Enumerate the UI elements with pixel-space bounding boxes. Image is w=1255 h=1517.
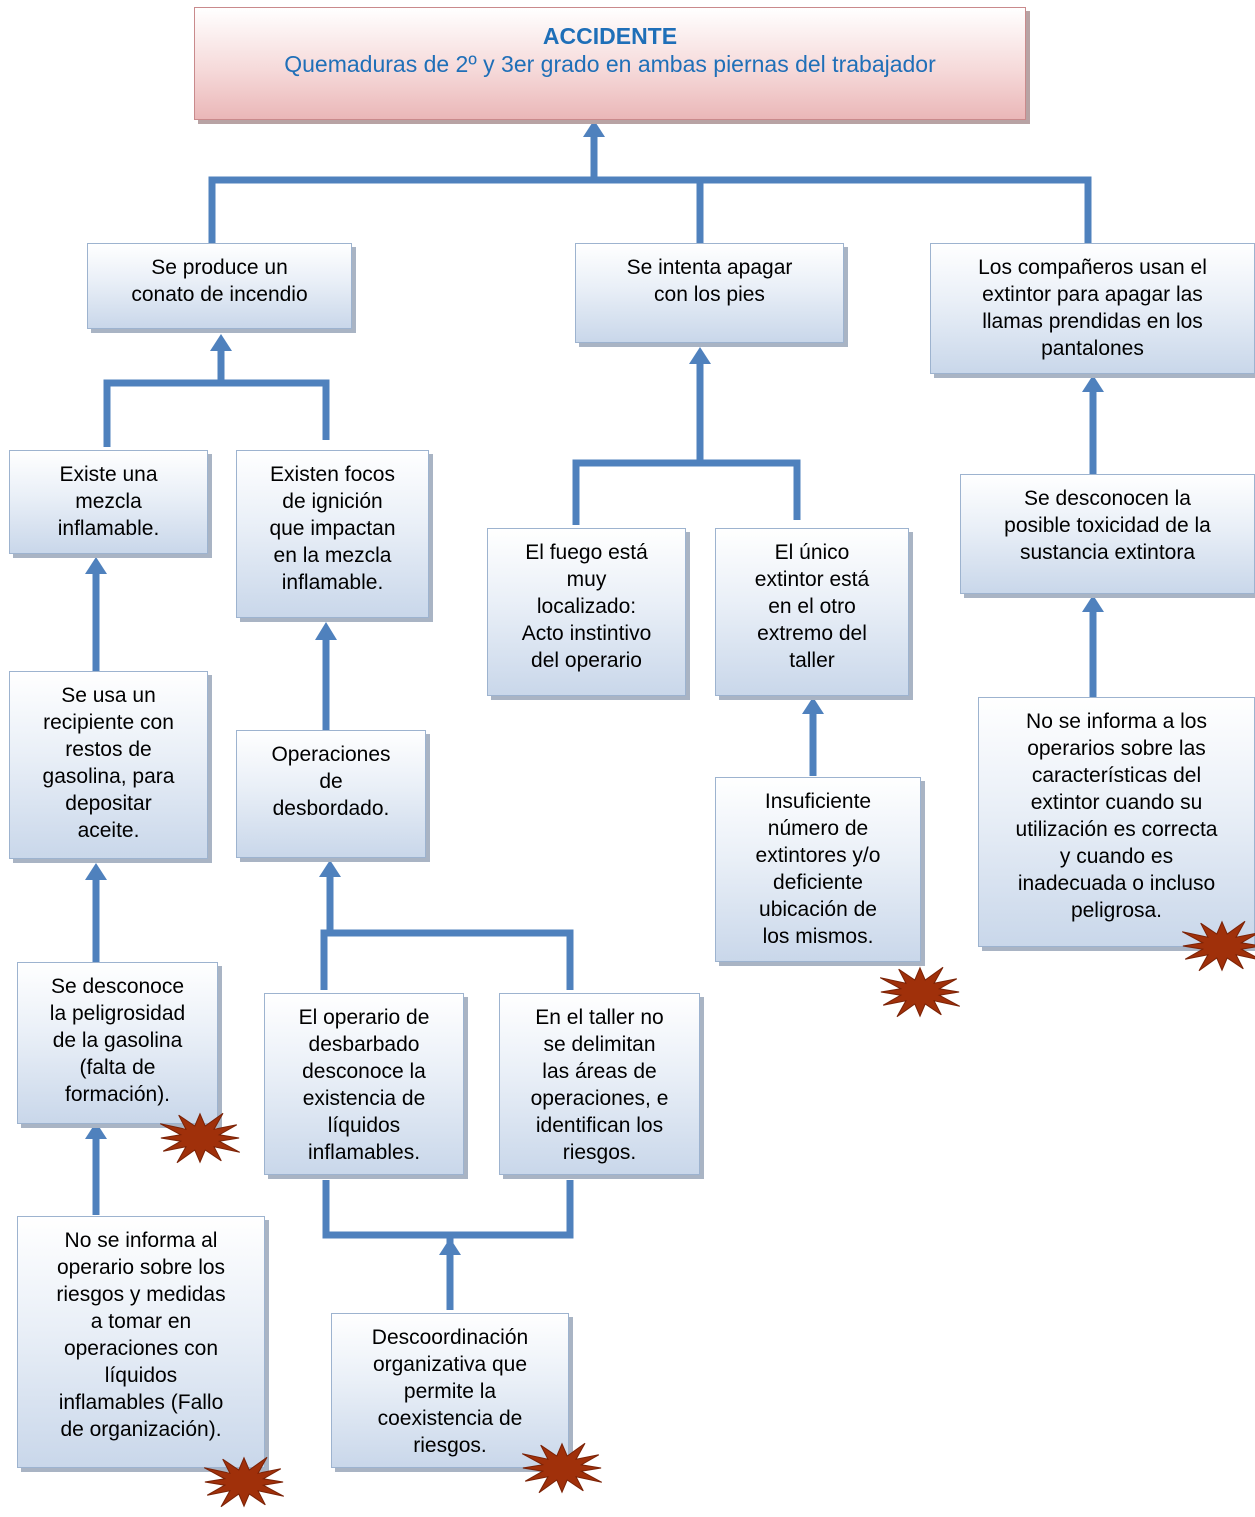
node-toxicidad-text: Se desconocen la posible toxicidad de la…: [1004, 487, 1211, 564]
node-pies: Se intenta apagar con los pies: [575, 243, 844, 343]
arrowhead: [85, 557, 107, 574]
node-descoordinacion: Descoordinación organizativa que permite…: [331, 1313, 569, 1468]
arrowhead: [315, 622, 337, 640]
node-fuego-text: El fuego está muy localizado: Acto insti…: [521, 541, 652, 672]
node-operario-desbarbado: El operario de desbarbado desconoce la e…: [264, 993, 464, 1175]
node-informa-extintor: No se informa a los operarios sobre las …: [978, 697, 1255, 947]
node-companeros: Los compañeros usan el extintor para apa…: [930, 243, 1255, 374]
node-desbordado-text: Operaciones de desbordado.: [271, 743, 391, 820]
arrowhead: [689, 347, 711, 364]
node-desbordado: Operaciones de desbordado.: [236, 730, 426, 858]
node-fuego: El fuego está muy localizado: Acto insti…: [487, 528, 686, 696]
node-informa-extintor-text: No se informa a los operarios sobre las …: [1015, 710, 1218, 922]
arrowhead: [439, 1238, 461, 1255]
node-focos-text: Existen focos de ignición que impactan e…: [269, 463, 396, 594]
node-companeros-text: Los compañeros usan el extintor para apa…: [978, 256, 1207, 360]
node-conato-text: Se produce un conato de incendio: [131, 256, 308, 306]
node-mezcla-text: Existe una mezcla inflamable.: [57, 463, 160, 540]
connector-desbordado: [320, 875, 574, 990]
arrowhead: [319, 860, 341, 877]
node-peligrosidad-text: Se desconoce la peligrosidad de la gasol…: [49, 975, 186, 1106]
node-descoordinacion-text: Descoordinación organizativa que permite…: [371, 1326, 529, 1457]
node-conato: Se produce un conato de incendio: [87, 243, 352, 329]
node-taller-areas-text: En el taller no se delimitan las áreas d…: [530, 1006, 669, 1164]
connector-to-pies: [572, 362, 801, 525]
arrowhead: [210, 334, 232, 351]
node-mezcla: Existe una mezcla inflamable.: [9, 450, 208, 554]
accident-subtitle: Quemaduras de 2º y 3er grado en ambas pi…: [284, 51, 936, 77]
node-operario-desbarbado-text: El operario de desbarbado desconoce la e…: [298, 1006, 430, 1164]
arrowhead: [85, 863, 107, 880]
arrowhead: [583, 120, 605, 137]
accident-box: ACCIDENTE Quemaduras de 2º y 3er grado e…: [194, 7, 1026, 120]
connector-to-accident: [208, 135, 1092, 244]
node-insuficiente: Insuficiente número de extintores y/o de…: [715, 777, 921, 962]
arrowhead: [85, 1122, 107, 1139]
arrowhead: [802, 697, 824, 714]
node-informa-operario-text: No se informa al operario sobre los ries…: [56, 1229, 226, 1441]
node-insuficiente-text: Insuficiente número de extintores y/o de…: [755, 790, 881, 948]
node-unico: El único extintor está en el otro extrem…: [715, 528, 909, 696]
node-unico-text: El único extintor está en el otro extrem…: [754, 541, 870, 672]
node-focos: Existen focos de ignición que impactan e…: [236, 450, 429, 618]
node-pies-text: Se intenta apagar con los pies: [626, 256, 793, 306]
connector-to-conato: [103, 349, 330, 447]
accident-title: ACCIDENTE: [542, 23, 678, 49]
node-toxicidad: Se desconocen la posible toxicidad de la…: [960, 474, 1255, 594]
node-informa-operario: No se informa al operario sobre los ries…: [17, 1216, 265, 1468]
node-recipiente: Se usa un recipiente con restos de gasol…: [9, 671, 208, 859]
arrowhead: [1082, 375, 1104, 392]
node-taller-areas: En el taller no se delimitan las áreas d…: [499, 993, 700, 1175]
node-peligrosidad: Se desconoce la peligrosidad de la gasol…: [17, 962, 218, 1124]
arrowhead: [1082, 595, 1104, 612]
node-recipiente-text: Se usa un recipiente con restos de gasol…: [42, 684, 175, 842]
